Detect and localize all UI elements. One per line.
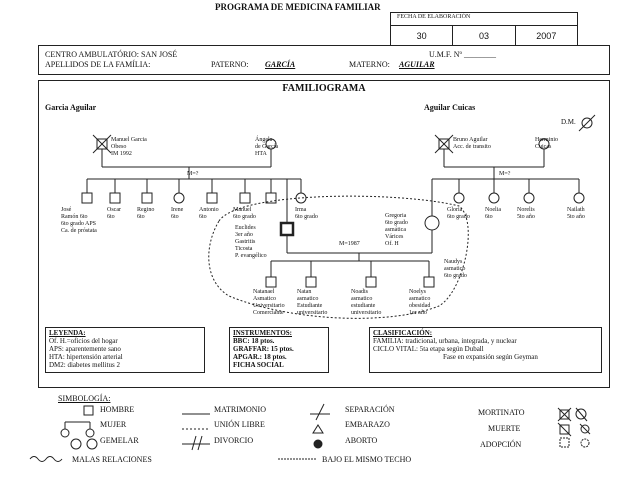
mujer-icon: [85, 428, 95, 438]
mortinato-icon: [575, 407, 588, 422]
instruments-line: APGAR.: 18 ptos.: [233, 353, 287, 361]
symbol-divorcio: DIVORCIO: [214, 436, 254, 445]
symbol-matrimonio: MATRIMONIO: [214, 405, 266, 414]
index-male: [279, 221, 295, 237]
symbol-bajo-mismo-techo: BAJO EL MISMO TECHO: [322, 455, 412, 464]
maternal-surname: AGUILAR: [399, 60, 435, 69]
paternal-surname: GARCÍA: [265, 60, 296, 69]
malas-relaciones-icon: [29, 456, 63, 462]
instruments-line: GRAFFAR: 15 ptos.: [233, 345, 294, 353]
umf-number: U.M.F. Nº ________: [429, 50, 496, 59]
symbol-muerte: MUERTE: [488, 424, 521, 433]
right-family-name: Aguilar Cuicas: [424, 103, 476, 112]
legend-box: LEYENDA: Of. H.=oficios del hogar APS: a…: [45, 327, 205, 373]
date-box: FECHA DE ELABORACIÓN 30 03 2007: [390, 12, 578, 46]
separacion-icon: [315, 403, 325, 421]
marriage-right: M=?: [499, 171, 511, 177]
legend-title: LEYENDA:: [49, 329, 86, 337]
identification-box: CENTRO AMBULATÓRIO: SAN JOSÉ U.M.F. Nº _…: [38, 45, 610, 75]
familiogram-box: FAMILIOGRAMA Garcia Aguilar Aguilar Cuic…: [38, 80, 610, 388]
dm-mark: D.M.: [561, 118, 576, 126]
symbology-icons: [29, 403, 591, 462]
symbol-mujer: MUJER: [100, 420, 127, 429]
center-name: CENTRO AMBULATÓRIO: SAN JOSÉ: [45, 50, 178, 59]
embarazo-icon: [312, 424, 324, 434]
symbology-title: SIMBOLOGÍA:: [58, 394, 111, 403]
date-label: FECHA DE ELABORACIÓN: [397, 14, 471, 20]
symbol-aborto: ABORTO: [345, 436, 378, 445]
classification-line: FAMILIA: tradicional, urbana, integrada,…: [373, 337, 517, 345]
left-family-name: Garcia Aguilar: [45, 103, 97, 112]
paternal-label: PATERNO:: [211, 60, 249, 69]
symbol-mortinato: MORTINATO: [478, 408, 525, 417]
symbol-malas-relaciones: MALAS RELACIONES: [72, 455, 152, 464]
legend-line: HTA: hipertensión arterial: [49, 353, 123, 361]
instruments-line: BBC: 18 ptos.: [233, 337, 275, 345]
classification-line: Fase en expansión según Geyman: [443, 353, 538, 361]
maternal-label: MATERNO:: [349, 60, 390, 69]
symbol-embarazo: EMBARAZO: [345, 420, 390, 429]
aborto-icon: [313, 439, 323, 449]
symbol-separacion: SEPARACIÓN: [345, 405, 395, 414]
marriage-1987: M=1987: [339, 241, 360, 247]
symbol-hombre: HOMBRE: [100, 405, 135, 414]
classification-box: CLASIFICACIÓN: FAMILIA: tradicional, urb…: [369, 327, 602, 373]
muerte-icon: [579, 423, 591, 435]
symbol-adopcion: ADOPCIÓN: [480, 440, 522, 449]
symbol-gemelar: GEMELAR: [100, 436, 139, 445]
date-year: 2007: [536, 31, 557, 41]
instruments-line: FICHA SOCIAL: [233, 361, 284, 369]
surnames-label: APELLIDOS DE LA FAMÍLIA:: [45, 60, 151, 69]
familiogram-title: FAMILIOGRAMA: [282, 83, 366, 94]
gemelar-icon: [86, 438, 98, 450]
date-day: 30: [391, 26, 454, 46]
adopcion-icon: [580, 438, 590, 448]
instruments-box: INSTRUMENTOS: BBC: 18 ptos. GRAFFAR: 15 …: [229, 327, 329, 373]
hombre-icon: [83, 405, 94, 416]
classification-line: CICLO VITAL: 5ta etapa según Duball: [373, 345, 484, 353]
legend-line: Of. H.=oficios del hogar: [49, 337, 118, 345]
classification-title: CLASIFICACIÓN:: [373, 329, 433, 337]
symbol-union-libre: UNIÓN LIBRE: [214, 420, 265, 429]
legend-line: APS: aparentemente sano: [49, 345, 121, 353]
legend-line: DM2: diabetes mellitus 2: [49, 361, 120, 369]
date-month: 03: [453, 26, 516, 46]
instruments-title: INSTRUMENTOS:: [233, 329, 292, 337]
marriage-left: M=?: [187, 171, 199, 177]
genogram-diagram: [81, 114, 596, 319]
program-title: PROGRAMA DE MEDICINA FAMILIAR: [215, 2, 381, 12]
